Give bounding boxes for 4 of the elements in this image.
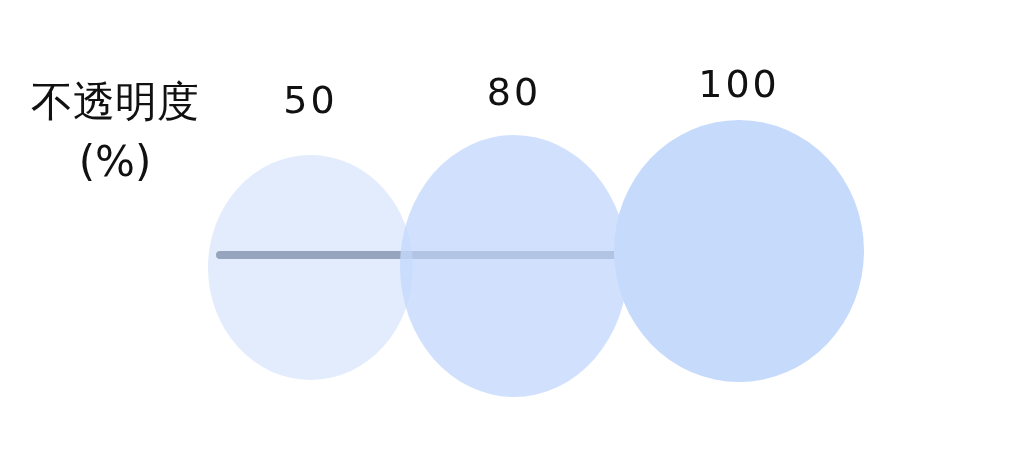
opacity-value: 50 xyxy=(283,78,338,122)
axis-label: 不透明度 (%) xyxy=(30,76,200,188)
opacity-value: 80 xyxy=(486,70,542,114)
opacity-value: 100 xyxy=(698,62,780,106)
